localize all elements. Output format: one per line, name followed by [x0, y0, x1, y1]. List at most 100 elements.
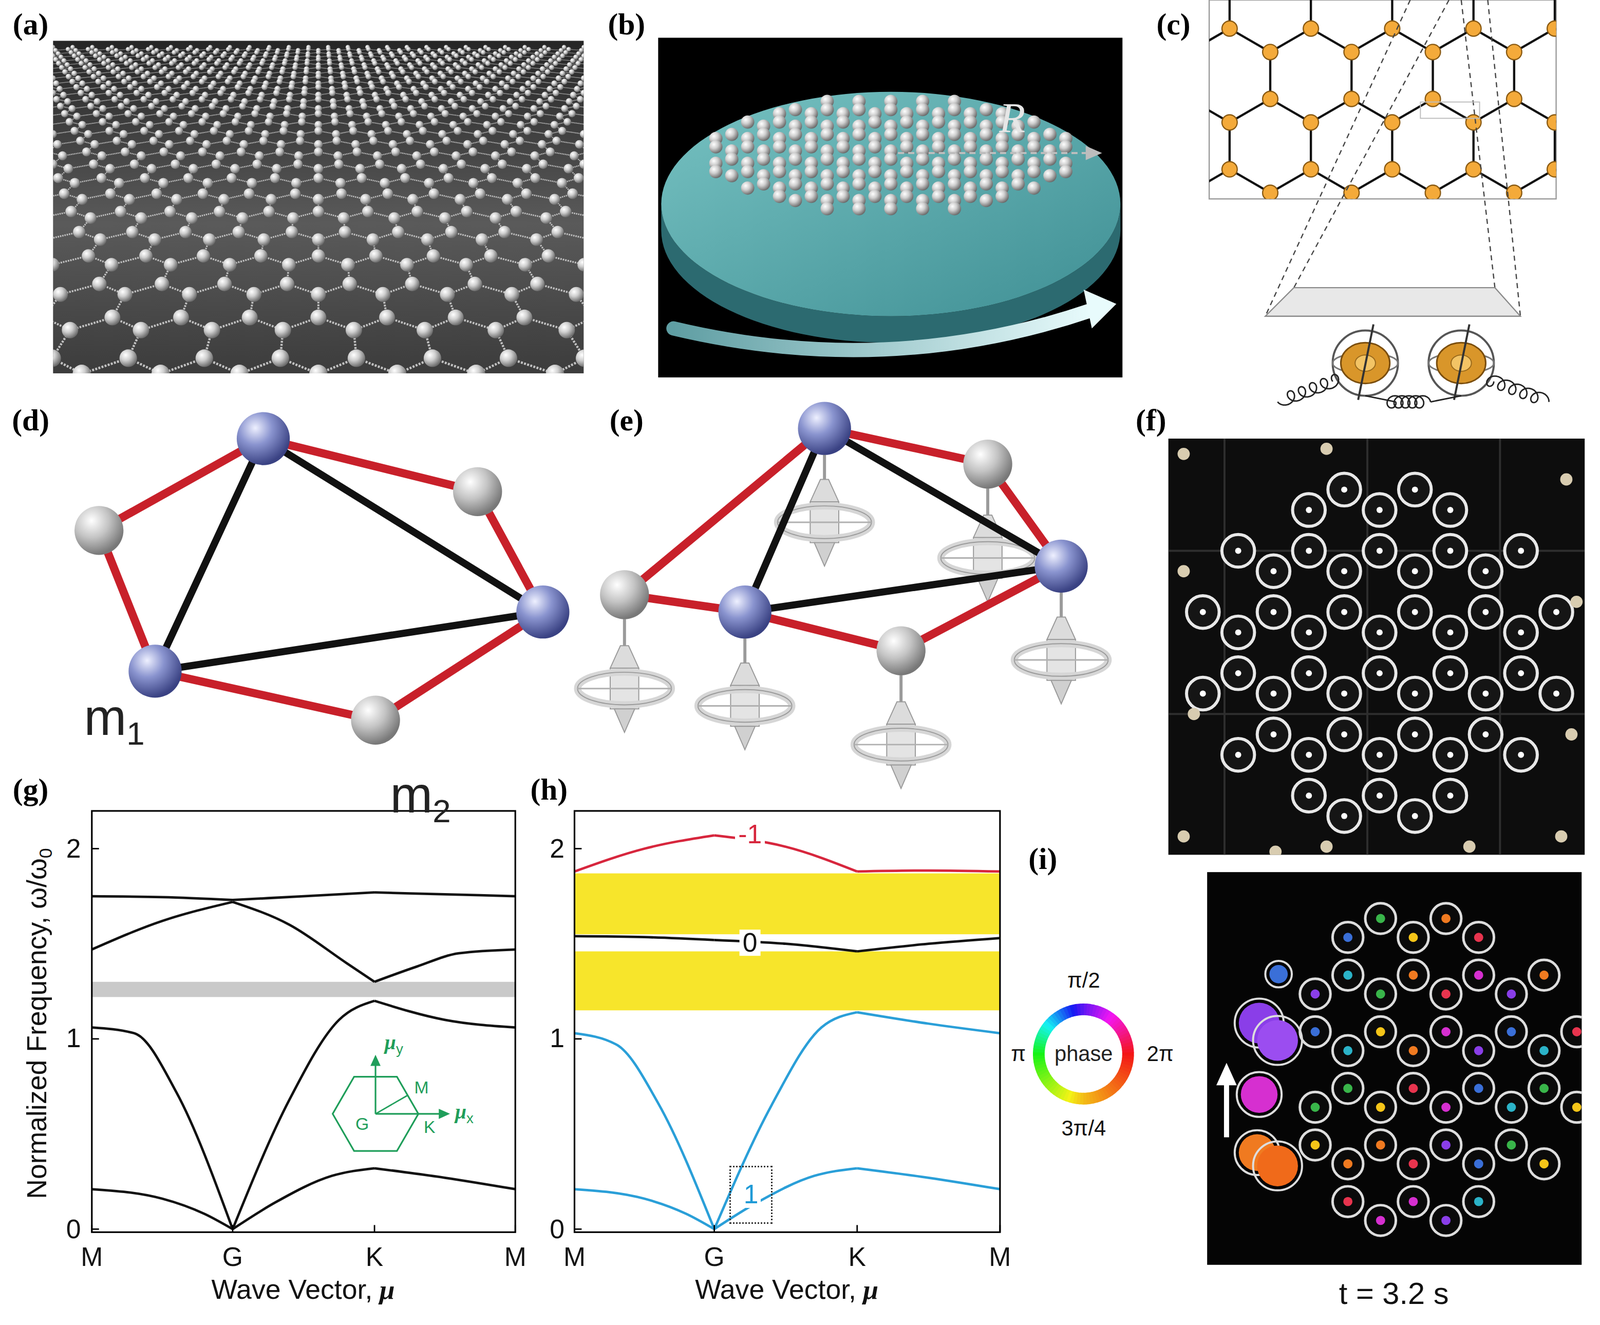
- mass-ball: [496, 53, 502, 59]
- mass-ball: [228, 57, 234, 63]
- mass-ball: [468, 57, 475, 63]
- mass-ball: [460, 50, 465, 55]
- mass-ball: [101, 60, 107, 66]
- mass-ball: [233, 50, 239, 55]
- mass-ball: [441, 109, 449, 118]
- mass-ball: [68, 105, 76, 113]
- mass-ball: [359, 57, 365, 63]
- mass-ball: [76, 51, 82, 56]
- mass-ball: [95, 78, 102, 85]
- mass-ball: [576, 96, 584, 103]
- mass-ball: [503, 83, 510, 90]
- mass-ball: [92, 53, 99, 59]
- mass-ball: [205, 46, 211, 52]
- mass-ball: [577, 80, 584, 87]
- mass-ball: [476, 83, 483, 90]
- mass-ball: [123, 60, 129, 66]
- mass-ball: [552, 89, 560, 97]
- mass-ball: [466, 46, 472, 52]
- mass-ball: [400, 69, 406, 75]
- mass-ball: [326, 53, 332, 59]
- mass-ball: [512, 102, 520, 110]
- mass-ball: [447, 57, 453, 63]
- mass-ball: [519, 85, 526, 92]
- mass-ball: [538, 47, 543, 53]
- mass-ball: [187, 109, 196, 118]
- mass-ball: [64, 62, 70, 68]
- mass-ball: [368, 83, 375, 90]
- mass-ball: [580, 89, 584, 97]
- mass-ball: [337, 57, 344, 63]
- mass-ball: [431, 78, 439, 85]
- mass-ball: [121, 78, 128, 85]
- mass-ball: [479, 64, 485, 70]
- mass-ball: [405, 78, 412, 85]
- mass-ball: [241, 53, 247, 59]
- mass-ball: [542, 50, 548, 55]
- mass-ball: [491, 57, 497, 63]
- mass-ball: [130, 50, 136, 55]
- mass-ball: [362, 64, 368, 70]
- mass-ball: [215, 73, 222, 80]
- mass-ball: [62, 69, 68, 75]
- mass-ball: [69, 78, 76, 85]
- mass-ball: [378, 109, 386, 118]
- mass-ball: [524, 80, 532, 87]
- mass-ball: [162, 57, 168, 63]
- mass-ball: [411, 53, 417, 59]
- mass-ball: [524, 89, 532, 97]
- mass-ball: [185, 46, 191, 52]
- mass-ball: [556, 57, 562, 63]
- mass-ball: [572, 102, 580, 110]
- mass-ball: [543, 62, 550, 68]
- mass-ball: [274, 50, 280, 55]
- mass-ball: [351, 69, 358, 75]
- mass-ball: [518, 96, 526, 103]
- mass-ball: [147, 102, 156, 110]
- mass-ball: [206, 69, 213, 75]
- mass-ball: [97, 51, 103, 56]
- mass-ball: [314, 96, 322, 103]
- mass-ball: [549, 64, 555, 70]
- mass-ball: [236, 60, 242, 66]
- mass-ball: [563, 66, 570, 72]
- mass-ball: [90, 73, 97, 80]
- mass-ball: [250, 78, 257, 85]
- mass-ball: [455, 64, 461, 70]
- mass-ball: [231, 69, 237, 75]
- mass-ball: [446, 46, 451, 52]
- mass-ball: [126, 83, 134, 90]
- mass-ball: [156, 53, 162, 59]
- mass-ball: [165, 46, 171, 52]
- mass-ball: [440, 60, 446, 66]
- mass-ball: [520, 69, 527, 75]
- mass-ball: [378, 50, 383, 55]
- mass-ball: [156, 109, 164, 118]
- mass-ball: [75, 75, 82, 82]
- mass-ball: [302, 78, 309, 85]
- mass-ball: [234, 83, 241, 90]
- mass-ball: [555, 51, 560, 56]
- mass-ball: [431, 96, 439, 103]
- mass-ball: [292, 64, 298, 70]
- mass-ball: [279, 69, 286, 75]
- mass-ball: [569, 69, 575, 75]
- mass-ball: [451, 102, 459, 110]
- mass-ball: [158, 69, 165, 75]
- mass-ball: [152, 64, 158, 70]
- mass-ball: [422, 83, 429, 90]
- mass-ball: [146, 60, 152, 66]
- mass-ball: [465, 73, 472, 80]
- mass-ball: [256, 96, 264, 103]
- mass-ball: [240, 73, 247, 80]
- mass-ball: [52, 96, 60, 103]
- mass-ball: [91, 66, 98, 72]
- mass-ball: [522, 45, 527, 50]
- mass-ball: [52, 75, 56, 82]
- mass-ball: [303, 69, 310, 75]
- mass-ball: [402, 96, 409, 103]
- mass-ball: [71, 70, 78, 77]
- mass-ball: [87, 102, 95, 110]
- mass-ball: [83, 58, 89, 64]
- mass-ball: [78, 60, 84, 66]
